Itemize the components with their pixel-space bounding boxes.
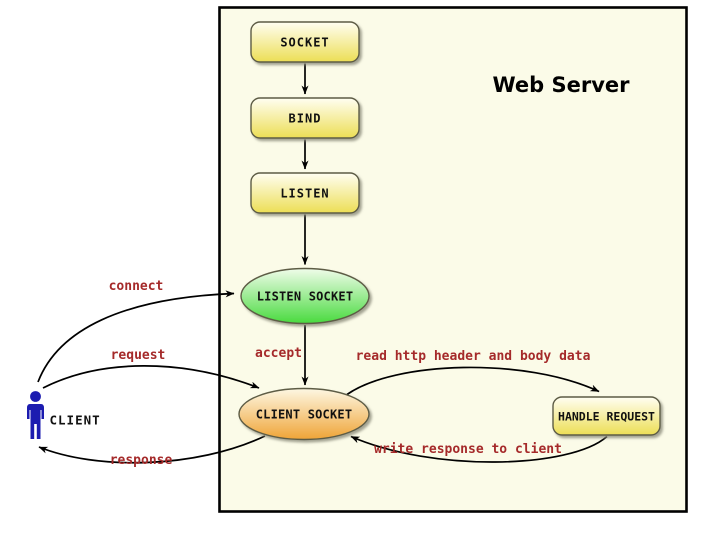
edge-label-response: response — [110, 453, 173, 468]
edges-group — [37, 63, 608, 464]
edge-connect-arrow — [37, 290, 235, 383]
node-handle-request-shape — [552, 396, 661, 436]
client-actor — [27, 391, 44, 439]
edge-read-arrow — [346, 366, 600, 396]
edge-label-read: read http header and body data — [356, 349, 591, 364]
edge-write-arrow — [350, 435, 608, 463]
node-handle-request-label: HANDLE REQUEST — [558, 410, 655, 424]
person-icon-head — [30, 391, 41, 402]
web-server-title: Web Server — [492, 73, 630, 97]
node-listen-socket-shape — [240, 267, 370, 325]
edge-label-request: request — [111, 348, 166, 363]
edge-response-arrow — [38, 435, 266, 464]
node-listen-label: LISTEN — [280, 187, 329, 201]
node-bind-shape — [250, 97, 360, 139]
node-bind: BIND — [250, 97, 360, 139]
node-client-socket-label: CLIENT SOCKET — [256, 408, 353, 422]
edge-labels-group: connect request response accept read htt… — [109, 279, 591, 468]
person-icon — [27, 404, 44, 439]
edge-label-connect: connect — [109, 279, 164, 294]
client-actor-label: CLIENT — [50, 413, 101, 428]
edge-request-arrow — [42, 365, 260, 389]
node-client-socket: CLIENT SOCKET — [238, 387, 370, 441]
node-listen-shape — [250, 172, 360, 214]
node-listen-socket: LISTEN SOCKET — [240, 267, 370, 325]
node-bind-label: BIND — [289, 112, 322, 126]
node-socket-label: SOCKET — [280, 36, 329, 50]
node-client-socket-shape — [238, 387, 370, 441]
node-handle-request: HANDLE REQUEST — [552, 396, 661, 436]
edge-label-write: write response to client — [374, 442, 562, 457]
node-socket: SOCKET — [250, 21, 360, 63]
edge-label-accept: accept — [255, 346, 302, 361]
node-socket-shape — [250, 21, 360, 63]
node-listen: LISTEN — [250, 172, 360, 214]
node-listen-socket-label: LISTEN SOCKET — [257, 290, 354, 304]
